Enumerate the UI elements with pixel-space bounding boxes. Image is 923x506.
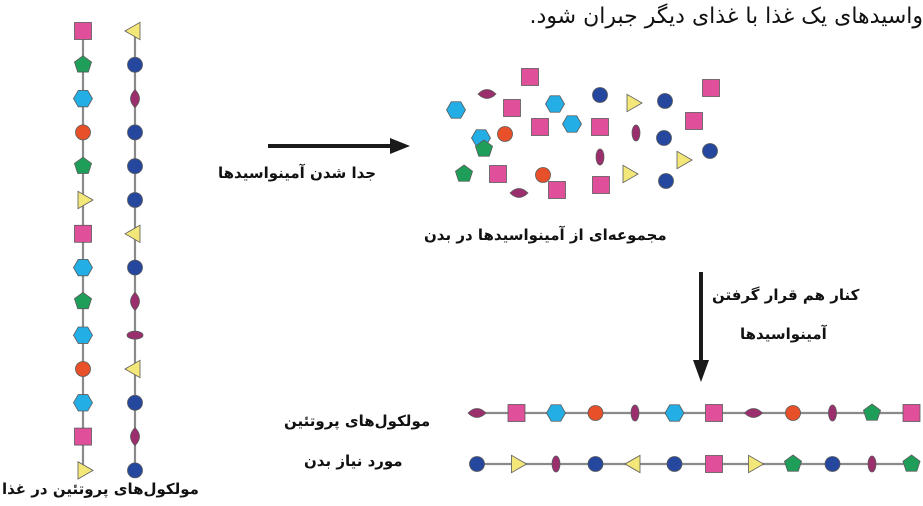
amino-acid-square-magenta <box>705 455 723 473</box>
amino-acid-oval-purple <box>631 124 641 142</box>
top-caption: واسیدهای یک غذا با غذای دیگر جبران شود. <box>529 4 923 29</box>
amino-acid-circle-blue <box>469 456 485 472</box>
amino-acid-triangle-yellow <box>624 454 641 474</box>
amino-acid-circle-orange <box>497 126 513 142</box>
amino-acid-circle-blue <box>592 87 608 103</box>
amino-acid-circle-blue <box>127 259 143 276</box>
amino-acid-pentagon-green <box>73 291 93 310</box>
amino-acid-hexagon-cyan <box>73 89 93 108</box>
amino-acid-triangle-yellow <box>124 224 141 244</box>
amino-acid-square-magenta <box>685 112 703 130</box>
amino-acid-triangle-yellow <box>77 461 94 480</box>
amino-acid-oval-purple <box>551 455 561 473</box>
amino-acid-square-magenta <box>548 181 566 199</box>
amino-acid-oval-purple <box>595 148 605 166</box>
amino-acid-circle-blue <box>658 173 674 189</box>
amino-acid-circle-blue <box>127 56 143 73</box>
amino-acid-circle-blue <box>657 93 673 109</box>
amino-acid-pentagon-green <box>454 164 474 182</box>
body-protein-chain-bottom <box>469 454 921 474</box>
amino-acid-circle-orange <box>535 167 551 183</box>
amino-acid-square-magenta <box>503 99 521 117</box>
separation-label: جدا شدن آمینواسیدها <box>218 164 377 182</box>
amino-acid-hexagon-cyan <box>545 95 565 113</box>
amino-acid-pentagon-green <box>783 454 803 472</box>
amino-acid-square-magenta <box>489 165 507 183</box>
separation-arrow <box>268 138 410 154</box>
amino-acid-triangle-yellow <box>511 454 528 474</box>
amino-acid-pentagon-green <box>902 454 921 472</box>
amino-acid-oval-purple <box>630 404 640 422</box>
body-proteins-label-line1: مولکول‌های پروتئین <box>284 412 431 430</box>
amino-acid-circle-orange <box>785 405 801 421</box>
assembly-label-line2: آمینواسیدها <box>740 325 827 343</box>
amino-acid-leaf-purple <box>130 291 140 311</box>
amino-acid-hexagon-cyan <box>446 101 466 119</box>
amino-acid-circle-blue <box>656 130 672 146</box>
food-proteins-label: مولکول‌های پروتئین در غذا <box>2 480 199 498</box>
amino-acid-square-magenta <box>902 404 921 422</box>
body-protein-chain-top <box>467 403 921 422</box>
amino-acid-pentagon-green <box>73 55 93 73</box>
amino-acid-triangle-yellow <box>77 190 94 210</box>
amino-acid-square-magenta <box>74 224 92 243</box>
amino-acid-circle-orange <box>75 124 91 141</box>
amino-acid-circle-orange <box>75 361 91 377</box>
amino-acid-circle-blue <box>127 394 143 411</box>
amino-acid-square-magenta <box>74 427 92 446</box>
amino-acid-circle-blue <box>666 456 683 472</box>
amino-acid-leaf-purple <box>130 89 140 109</box>
amino-acid-circle-blue <box>587 456 604 472</box>
amino-acid-square-magenta <box>74 22 92 40</box>
food-protein-chain-right <box>124 21 144 479</box>
body-proteins-label-line2: مورد نیاز بدن <box>304 452 403 470</box>
amino-acid-square-magenta <box>705 404 723 422</box>
amino-acid-oval-purple <box>828 404 837 422</box>
amino-acid-leaf-purple <box>477 89 497 99</box>
amino-acid-triangle-yellow <box>124 359 141 379</box>
amino-acid-triangle-yellow <box>124 21 141 41</box>
amino-acid-hexagon-cyan <box>664 404 685 422</box>
amino-acid-square-magenta <box>531 118 549 136</box>
amino-acid-triangle-yellow <box>676 150 693 170</box>
amino-acid-leaf-purple <box>130 427 140 447</box>
amino-acid-hexagon-cyan <box>546 404 566 422</box>
amino-acid-leaf-purple <box>743 408 764 418</box>
amino-acid-pentagon-green <box>862 403 882 421</box>
assembly-arrow <box>693 272 709 382</box>
amino-acid-leaf-purple <box>467 408 487 418</box>
amino-acid-square-magenta <box>702 79 720 97</box>
amino-acid-circle-blue <box>127 158 143 175</box>
amino-acid-pentagon-green <box>474 139 494 157</box>
amino-acid-circle-blue <box>127 462 143 479</box>
amino-acid-pentagon-green <box>73 156 93 174</box>
amino-pool-label: مجموعه‌ای از آمینواسیدها در بدن <box>424 226 667 244</box>
amino-acid-circle-blue <box>702 143 718 159</box>
amino-acid-square-magenta <box>507 404 526 422</box>
amino-acid-triangle-yellow <box>748 454 765 474</box>
amino-acid-hexagon-cyan <box>73 326 93 344</box>
amino-acid-oval-purple <box>126 330 144 340</box>
amino-acid-pool <box>446 68 720 199</box>
food-protein-chain-left <box>73 22 94 480</box>
amino-acid-triangle-yellow <box>622 164 639 184</box>
amino-acid-leaf-purple <box>509 188 529 198</box>
amino-acid-square-magenta <box>591 118 609 136</box>
amino-acid-hexagon-cyan <box>562 115 582 133</box>
amino-acid-hexagon-cyan <box>73 258 93 277</box>
amino-acid-oval-purple <box>867 455 877 473</box>
amino-acid-circle-blue <box>127 124 143 141</box>
amino-acid-circle-blue <box>824 456 841 472</box>
amino-acid-square-magenta <box>592 176 610 194</box>
amino-acid-triangle-yellow <box>626 93 643 113</box>
amino-acid-hexagon-cyan <box>73 394 93 412</box>
amino-acid-circle-blue <box>127 192 143 208</box>
assembly-label-line1: کنار هم قرار گرفتن <box>712 286 860 304</box>
amino-acid-square-magenta <box>521 68 539 86</box>
amino-acid-circle-orange <box>587 405 604 421</box>
